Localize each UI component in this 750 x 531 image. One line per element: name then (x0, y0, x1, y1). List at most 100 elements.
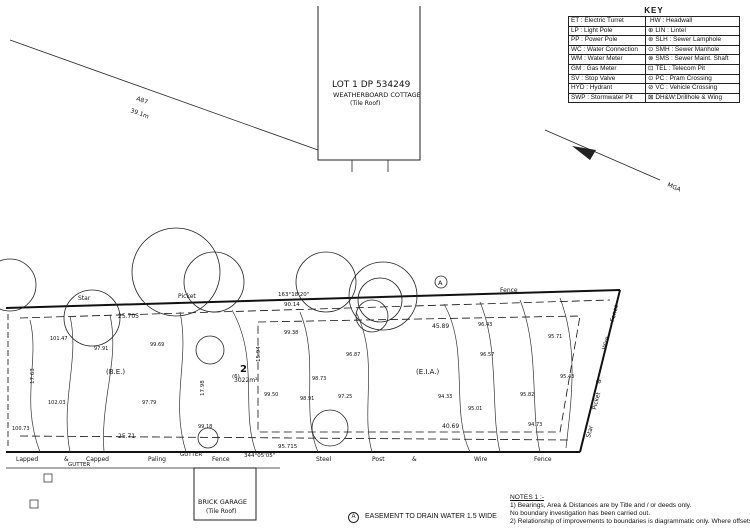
legend-symbol-icon: ⊡ (648, 64, 654, 72)
legend-row: SV : Stop Valve⊙PC : Pram Crossing (568, 73, 740, 85)
garage-name: BRICK GARAGE (198, 498, 247, 506)
easement-note: A EASEMENT TO DRAIN WATER 1.5 WIDE (348, 512, 497, 523)
fence-label-bottom-3: Capped (86, 456, 109, 463)
fence-label-bottom-7: Post (372, 456, 385, 463)
region-six: (6) (232, 374, 240, 380)
fence-label-right-4: Wire (601, 335, 611, 350)
bearing-top-label: A87 (135, 95, 149, 106)
dim-b7: 17.63 (30, 368, 36, 384)
legend-right-text: LIN : Lintel (655, 26, 686, 34)
spot-level: 99.69 (150, 342, 164, 348)
legend-right-text: SMH : Sewer Manhole (655, 45, 720, 53)
legend-symbol-icon: ⊘ (648, 84, 654, 92)
gutter-label-left: GUTTER (68, 462, 90, 468)
dim-b1: 163°18'20" (278, 292, 309, 298)
fence-label-bottom-9: Wire (474, 456, 488, 463)
bearing-top-distance: 39.1m (129, 107, 150, 120)
legend-row: WM : Water Meter⊗SMS : Sewer Maint. Shaf… (568, 54, 740, 65)
fence-label-top-1: Star (78, 295, 91, 302)
spot-level: 96.87 (346, 352, 360, 358)
legend-symbol-icon: ⊗ (648, 55, 654, 63)
legend-left: ET : Electric Turret (568, 16, 646, 27)
legend-left: LP : Light Pole (568, 25, 646, 37)
legend-row: HYD : Hydrant⊘VC : Vehicle Crossing (568, 83, 740, 94)
dim-d4: 40.69 (442, 423, 459, 430)
lot-roof: (Tile Roof) (350, 100, 380, 107)
spot-level: 95.82 (520, 392, 534, 398)
fence-label-bottom-4: Paling (148, 456, 166, 463)
legend-left: SWP : Stormwater Pit (568, 92, 646, 104)
easement-text: EASEMENT TO DRAIN WATER 1.5 WIDE (365, 513, 497, 520)
dim-b4: 90.14 (284, 302, 300, 308)
spot-level: 102.03 (48, 400, 66, 406)
tree-canopies (0, 227, 418, 449)
dim-d1: 25.705 (118, 313, 139, 320)
mga-label: MGA (666, 181, 682, 193)
fence-label-bottom-1: Lapped (16, 456, 38, 463)
spot-level: 99.50 (264, 392, 278, 398)
spot-level: 99.38 (284, 330, 298, 336)
bearing-line-top (9, 39, 319, 151)
spot-level: 98.91 (300, 396, 314, 402)
legend-row: GM : Gas Meter⊡TEL : Telecom Pit (568, 63, 740, 75)
legend-right-text: DH&W:Drillhole & Wing (655, 93, 723, 101)
legend-left: PP : Power Pole (568, 35, 646, 46)
dim-d2: 25.71 (118, 433, 135, 440)
notes-line: No boundary investigation has been carri… (510, 510, 651, 517)
legend-right-text: SLH : Sewer Lamphole (655, 36, 722, 44)
fence-label-top-3: Fence (500, 287, 518, 294)
legend-right-text: HW : Headwall (650, 17, 693, 24)
legend-symbol-icon: ⊙ (648, 74, 654, 82)
fence-label-right-5: Fence (609, 303, 620, 322)
legend-symbol-icon: ⊛ (648, 36, 654, 44)
spot-level: 98.73 (312, 376, 326, 382)
dim-b2: 344°05'05" (244, 453, 275, 459)
contour-lines (29, 297, 573, 453)
legend-table: ET : Electric Turret HW : Headwall LP : Li… (568, 16, 740, 104)
spot-level: 97.25 (338, 394, 352, 400)
legend-row: ET : Electric Turret HW : Headwall (568, 16, 740, 27)
legend-row: SWP : Stormwater Pit⊠DH&W:Drillhole & Wi… (568, 92, 740, 104)
legend-left: WC : Water Connection (568, 44, 646, 56)
dim-d3: 45.89 (432, 323, 449, 330)
legend-left: WM : Water Meter (568, 54, 646, 65)
legend-right: ⊠DH&W:Drillhole & Wing (645, 92, 740, 104)
region-eia: (E.I.A.) (416, 368, 440, 376)
spot-level: 95.71 (548, 334, 562, 340)
spot-level: 101.47 (50, 336, 68, 342)
legend-right: ⊗SMS : Sewer Maint. Shaft (645, 54, 740, 65)
legend-symbol-icon: ⊕ (648, 26, 654, 34)
fence-label-right-2: Picket (591, 391, 602, 411)
spot-level: 100.73 (12, 426, 30, 432)
notes-line: 2) Relationship of improvements to bound… (510, 518, 750, 525)
spot-level: 96.57 (480, 352, 494, 358)
legend-right: ⊙PC : Pram Crossing (645, 73, 740, 85)
spot-level: 94.33 (438, 394, 452, 400)
fence-label-bottom-10: Fence (534, 456, 552, 463)
spot-levels: 99.38 99.50 98.91 96.43 95.71 96.57 97.2… (12, 322, 574, 432)
legend-right: ⊛SLH : Sewer Lamphole (645, 35, 740, 46)
legend-row: WC : Water Connection⊙SMH : Sewer Manhol… (568, 44, 740, 56)
lot-boundary (5, 289, 621, 453)
legend-left: SV : Stop Valve (568, 73, 646, 85)
lot-number: 2 (240, 364, 247, 375)
spot-level: 95.01 (468, 406, 482, 412)
fence-label-bottom-8: & (412, 456, 417, 463)
north-arrow-icon (544, 129, 661, 181)
region-be: (B.E.) (106, 368, 125, 376)
easement-marker: A (348, 512, 359, 523)
fence-label-right-1: Star (585, 424, 595, 438)
dim-b5: 17.98 (200, 380, 206, 396)
legend-left: GM : Gas Meter (568, 63, 646, 75)
garage-outline (193, 467, 257, 521)
fence-label-bottom-2: & (64, 456, 69, 463)
legend-right: ⊕LIN : Lintel (645, 25, 740, 37)
neighbour-lot-outline (317, 6, 421, 172)
garage-roof: (Tile Roof) (206, 508, 236, 515)
gutter-label-mid: GUTTER (180, 452, 202, 458)
dim-b6: 15.94 (256, 346, 262, 362)
marker-a-circle (434, 275, 448, 289)
legend-right: HW : Headwall (645, 16, 740, 27)
